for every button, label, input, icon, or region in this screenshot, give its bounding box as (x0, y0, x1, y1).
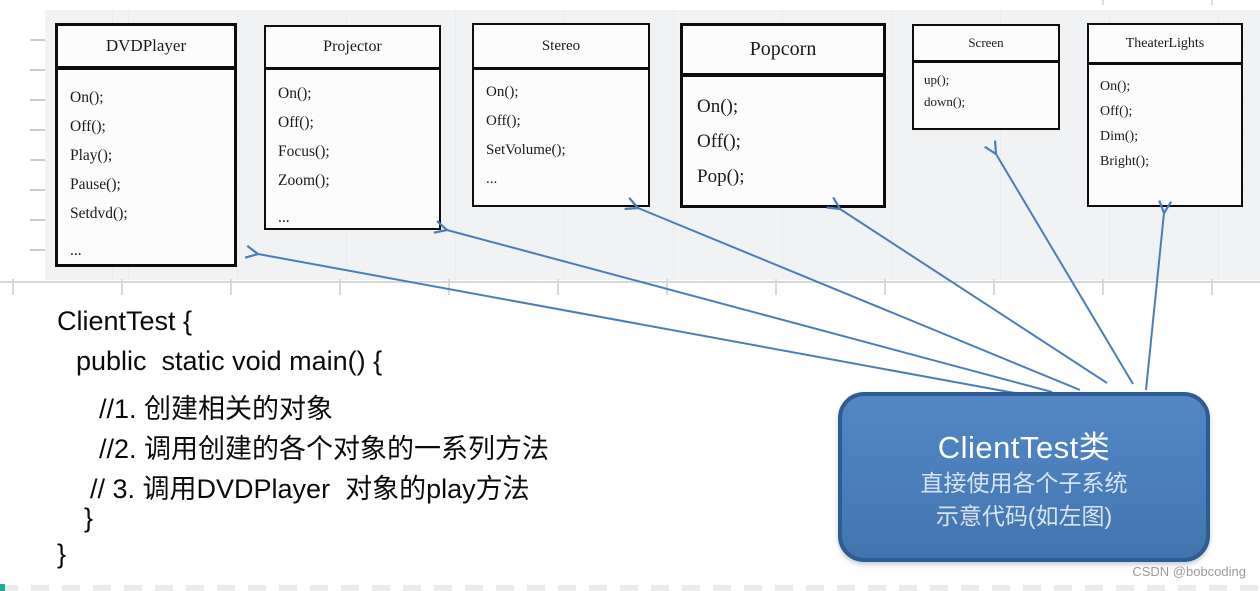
row-tick (30, 249, 45, 251)
method-line: Off(); (70, 118, 106, 135)
class-box-dvdplayer: DVDPlayer On(); Off(); Play(); Pause(); … (55, 23, 237, 267)
column-tick (12, 279, 14, 295)
code-line: // 3. 调用DVDPlayer 对象的play方法 (90, 474, 530, 504)
code-line: } (84, 503, 94, 533)
method-line: On(); (697, 96, 739, 117)
code-line: //1. 创建相关的对象 (99, 394, 334, 424)
method-line: ... (278, 209, 290, 226)
class-title: Screen (914, 26, 1058, 63)
column-tick (1211, 279, 1213, 295)
method-line: Pause(); (70, 176, 121, 193)
code-line: ClientTest { (57, 306, 193, 336)
method-line: Off(); (278, 114, 314, 131)
row-tick (30, 99, 45, 101)
row-tick (30, 69, 45, 71)
row-tick (30, 129, 45, 131)
column-tick (557, 279, 559, 295)
row-tick (30, 159, 45, 161)
column-tick (121, 279, 123, 295)
callout-title: ClientTest类 (937, 429, 1111, 465)
class-title: TheaterLights (1089, 25, 1241, 65)
watermark-text: CSDN @bobcoding (1132, 564, 1246, 579)
method-line: Off(); (1100, 104, 1133, 119)
method-line: up(); (924, 72, 950, 87)
cropped-bottom-mark (0, 584, 5, 591)
class-box-theaterlights: TheaterLights On(); Off(); Dim(); Bright… (1087, 23, 1243, 207)
column-tick (884, 279, 886, 295)
class-box-popcorn: Popcorn On(); Off(); Pop(); (680, 23, 886, 208)
method-line: Off(); (486, 113, 521, 129)
clienttest-callout: ClientTest类 直接使用各个子系统 示意代码(如左图) (838, 392, 1210, 562)
callout-subtitle-line1: 直接使用各个子系统 (920, 469, 1128, 496)
method-line: ... (486, 171, 498, 187)
class-title: Stereo (474, 25, 648, 70)
callout-subtitle-line2: 示意代码(如左图) (935, 502, 1113, 529)
method-line: down(); (924, 94, 966, 109)
method-line: Zoom(); (278, 172, 330, 189)
method-line: On(); (486, 84, 519, 100)
column-tick (775, 279, 777, 295)
method-line: ... (70, 242, 82, 259)
method-line: Play(); (70, 147, 113, 164)
column-tick-top (1102, 0, 1104, 5)
class-title: DVDPlayer (58, 26, 234, 70)
method-line: On(); (278, 85, 312, 102)
class-box-stereo: Stereo On(); Off(); SetVolume(); ... (472, 23, 650, 207)
column-tick (666, 279, 668, 295)
class-title: Popcorn (683, 26, 883, 77)
method-line: Pop(); (697, 166, 745, 187)
method-line: Bright(); (1100, 154, 1149, 169)
row-tick (30, 189, 45, 191)
method-line: Off(); (697, 131, 741, 152)
row-tick (30, 39, 45, 41)
method-line: Focus(); (278, 143, 330, 160)
code-line: } (57, 539, 67, 569)
class-box-screen: Screen up(); down(); (912, 24, 1060, 130)
method-line: Setdvd(); (70, 205, 128, 222)
method-line: SetVolume(); (486, 142, 566, 158)
row-tick (30, 219, 45, 221)
column-tick-top (1211, 0, 1213, 5)
code-line: public static void main() { (76, 346, 383, 376)
method-line: Dim(); (1100, 129, 1139, 144)
column-tick (448, 279, 450, 295)
column-tick (993, 279, 995, 295)
cropped-bottom-row (0, 585, 1260, 591)
method-line: On(); (1100, 79, 1131, 94)
column-tick (339, 279, 341, 295)
class-box-projector: Projector On(); Off(); Focus(); Zoom(); … (264, 25, 441, 230)
method-line: On(); (70, 89, 104, 106)
sheet-row-line (0, 281, 1260, 283)
code-line: //2. 调用创建的各个对象的一系列方法 (99, 434, 550, 464)
column-tick (230, 279, 232, 295)
class-title: Projector (266, 27, 439, 70)
column-tick (1102, 279, 1104, 295)
